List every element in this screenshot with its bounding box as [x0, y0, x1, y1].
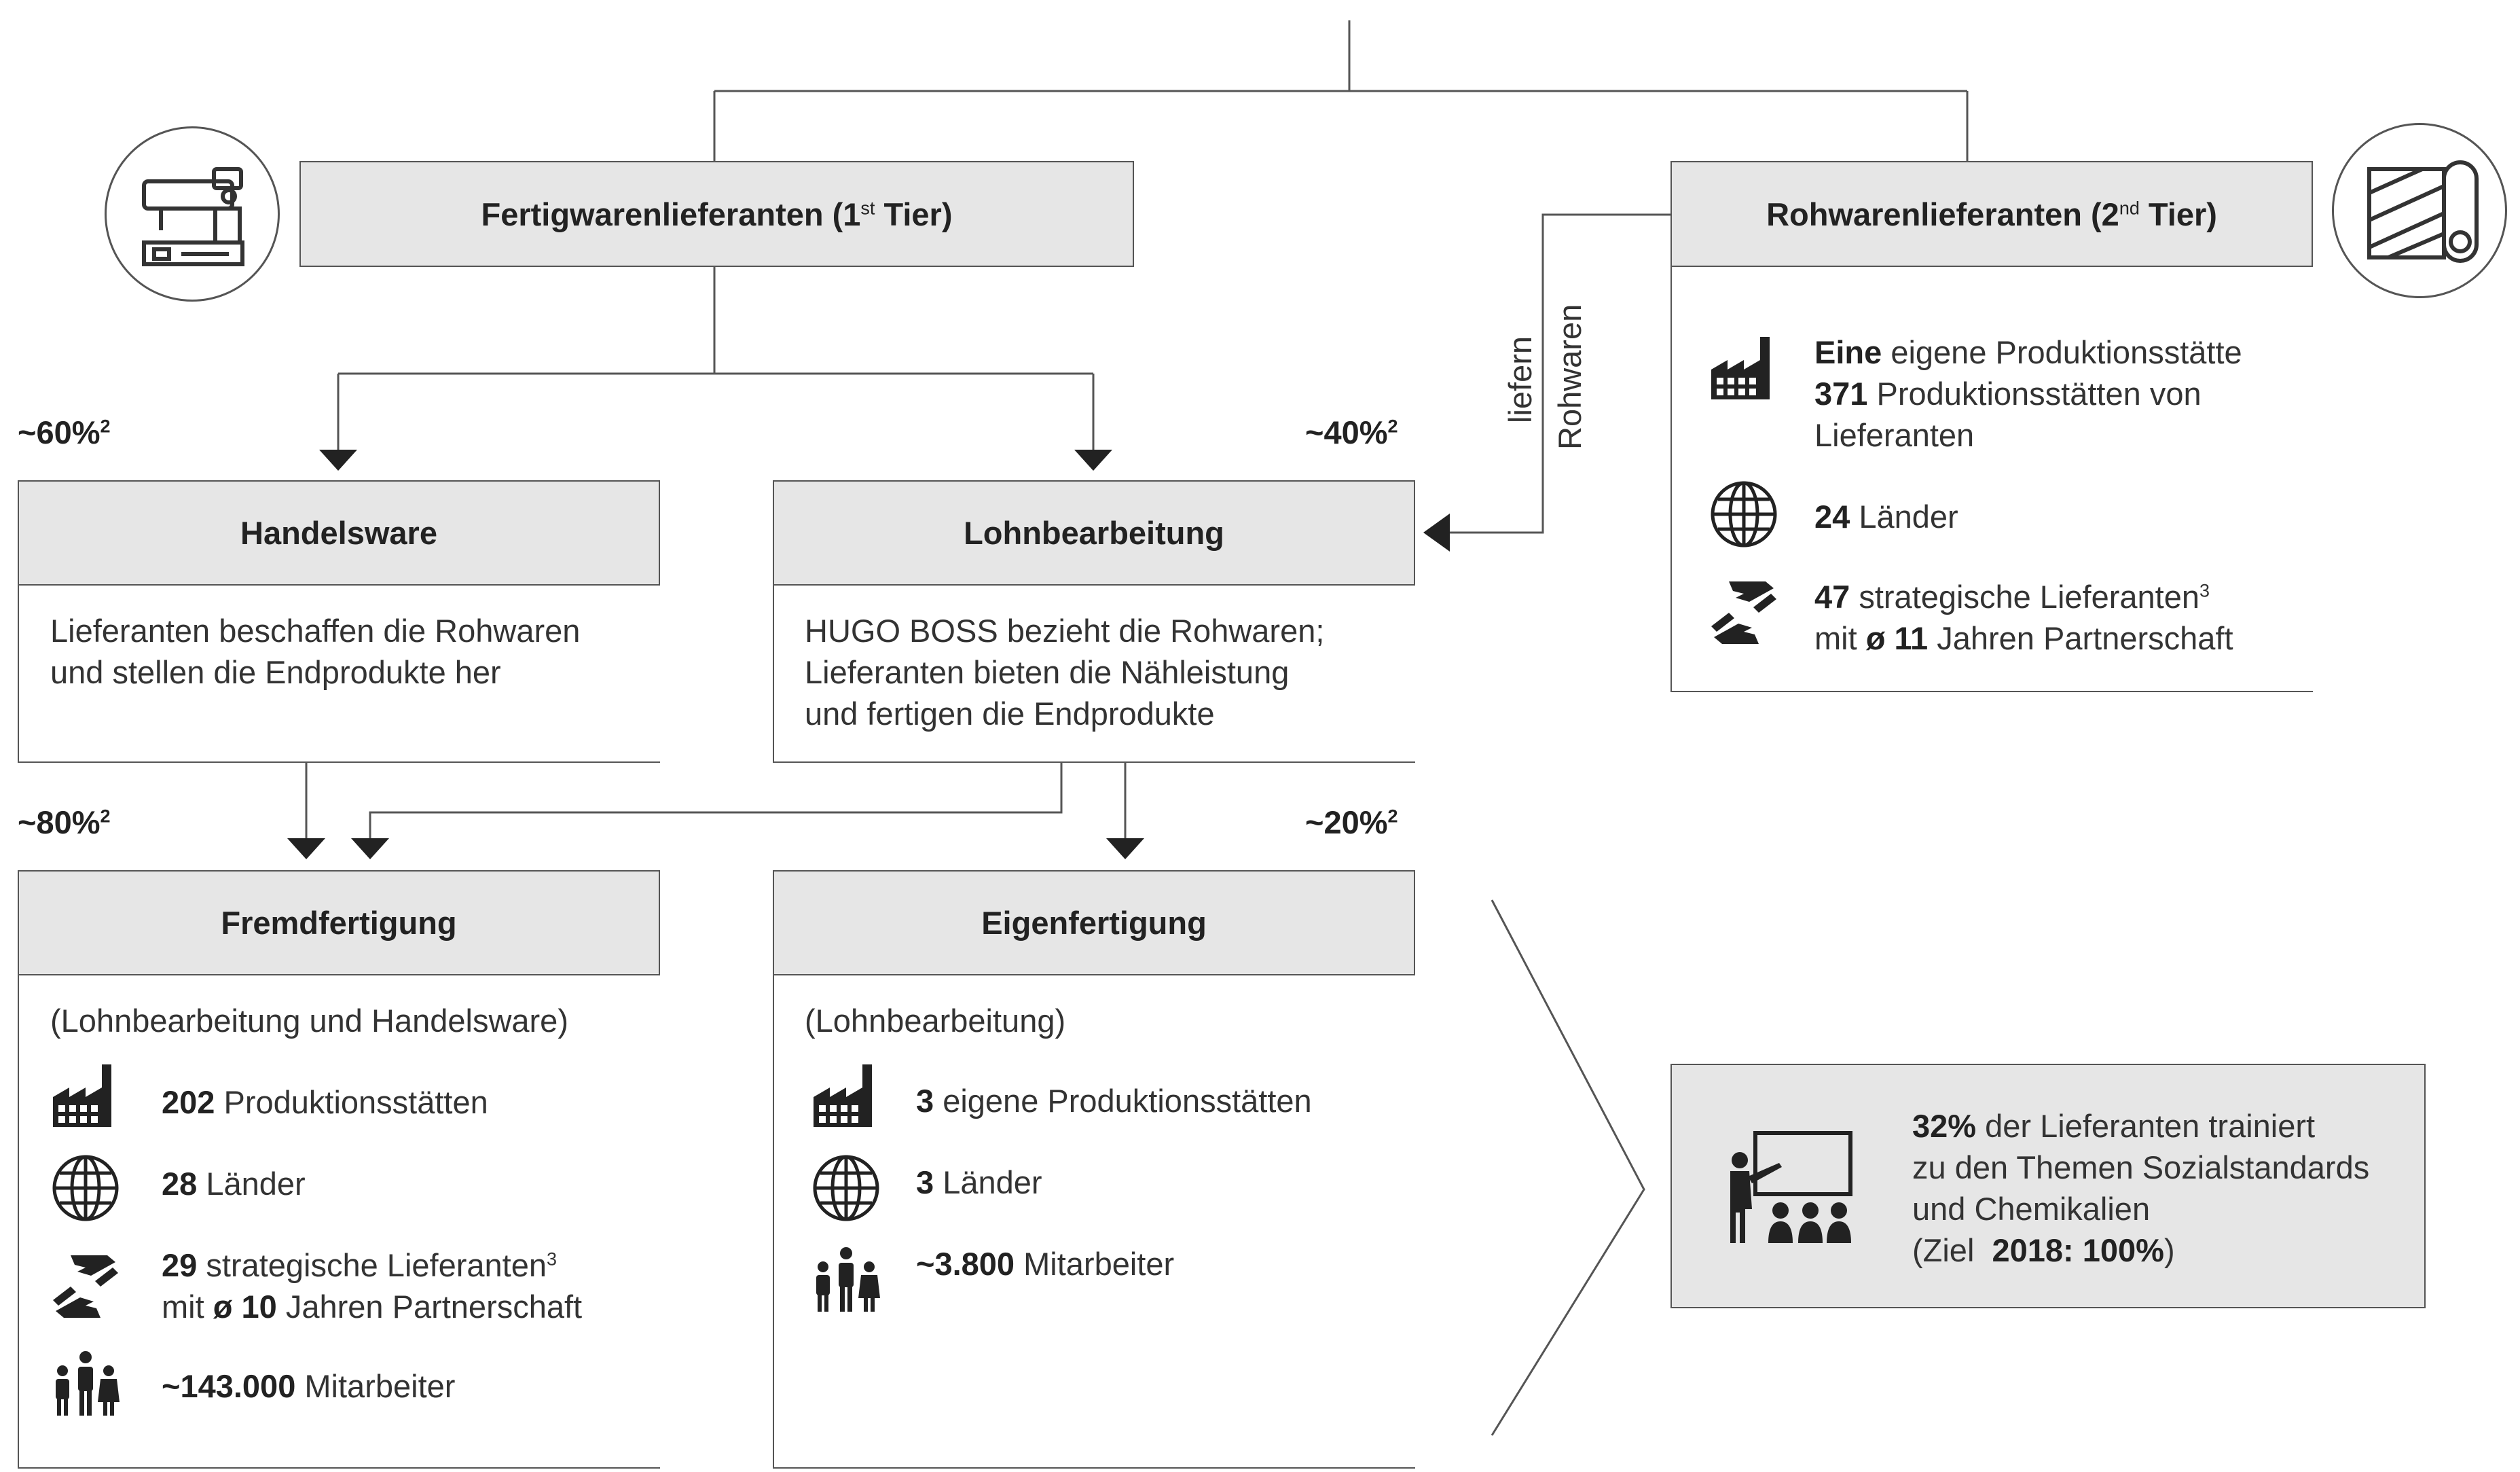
fabric-roll-circle [2332, 123, 2507, 298]
tier2-stats-box [1670, 267, 2313, 692]
handshake-icon [1711, 581, 1776, 644]
sewing-machine-icon [142, 167, 244, 266]
arrow-label-rohwaren: Rohwaren [1552, 304, 1588, 450]
fremdfertigung-header: Fremdfertigung [18, 870, 660, 975]
people-icon [816, 1247, 880, 1312]
eigenfertigung-header: Eigenfertigung [773, 870, 1415, 975]
eigenfertigung-stat-countries: 3 Länder [916, 1164, 1042, 1200]
fremdfertigung-stat-strategic: 29 strategische Lieferanten3 mit ø 10 Ja… [162, 1247, 583, 1325]
lohnbearbeitung-box [773, 586, 1415, 763]
eigenfertigung-subtitle: (Lohnbearbeitung) [805, 1003, 1066, 1039]
handelsware-header: Handelsware [18, 480, 660, 586]
factory-icon [53, 1064, 111, 1127]
globe-icon [813, 1155, 879, 1221]
fabric-roll-icon [2367, 160, 2479, 263]
factory-icon [1711, 337, 1770, 399]
training-icon [1730, 1131, 1852, 1243]
handelsware-box [18, 586, 660, 763]
globe-icon [1711, 481, 1777, 547]
globe-icon [52, 1155, 119, 1221]
eigenfertigung-stat-employees: ~3.800 Mitarbeiter [916, 1246, 1175, 1282]
fremdfertigung-subtitle: (Lohnbearbeitung und Handelsware) [50, 1003, 568, 1039]
arrow-label-liefern: liefern [1502, 336, 1538, 423]
tier2-stat-strategic: 47 strategische Lieferanten3 mit ø 11 Ja… [1814, 579, 2233, 656]
fremdfertigung-stat-production: 202 Produktionsstätten [162, 1084, 488, 1120]
pct-lohnbearbeitung: ~40%2 [1305, 414, 1398, 450]
fremdfertigung-stat-countries: 28 Länder [162, 1166, 306, 1202]
handshake-icon [53, 1255, 118, 1318]
pct-eigenfertigung: ~20%2 [1305, 804, 1398, 840]
training-box [1670, 1064, 2426, 1308]
tier2-stat-production: Eine eigene Produktionsstätte 371 Produk… [1814, 334, 2242, 453]
tier1-header: Fertigwarenlieferanten (1st Tier) [299, 161, 1134, 267]
tier1-title: Fertigwarenlieferanten (1st Tier) [481, 196, 953, 232]
pct-handelsware: ~60%2 [18, 414, 111, 450]
training-text: 32% der Lieferanten trainiert zu den The… [1912, 1108, 2370, 1268]
fremdfertigung-stat-employees: ~143.000 Mitarbeiter [162, 1368, 456, 1404]
tier2-stat-countries: 24 Länder [1814, 499, 1958, 535]
sewing-machine-circle [105, 126, 280, 302]
eigenfertigung-box [773, 975, 1415, 1469]
factory-icon [814, 1064, 872, 1127]
people-icon [56, 1351, 120, 1416]
lohnbearbeitung-header: Lohnbearbeitung [773, 480, 1415, 586]
lohnbearbeitung-description: HUGO BOSS bezieht die Rohwaren;Lieferant… [805, 613, 1325, 732]
fremdfertigung-box [18, 975, 660, 1469]
tier2-title: Rohwarenlieferanten (2nd Tier) [1766, 196, 2217, 232]
tier2-header: Rohwarenlieferanten (2nd Tier) [1670, 161, 2313, 267]
pct-fremdfertigung: ~80%2 [18, 804, 111, 840]
eigenfertigung-stat-production: 3 eigene Produktionsstätten [916, 1083, 1312, 1119]
